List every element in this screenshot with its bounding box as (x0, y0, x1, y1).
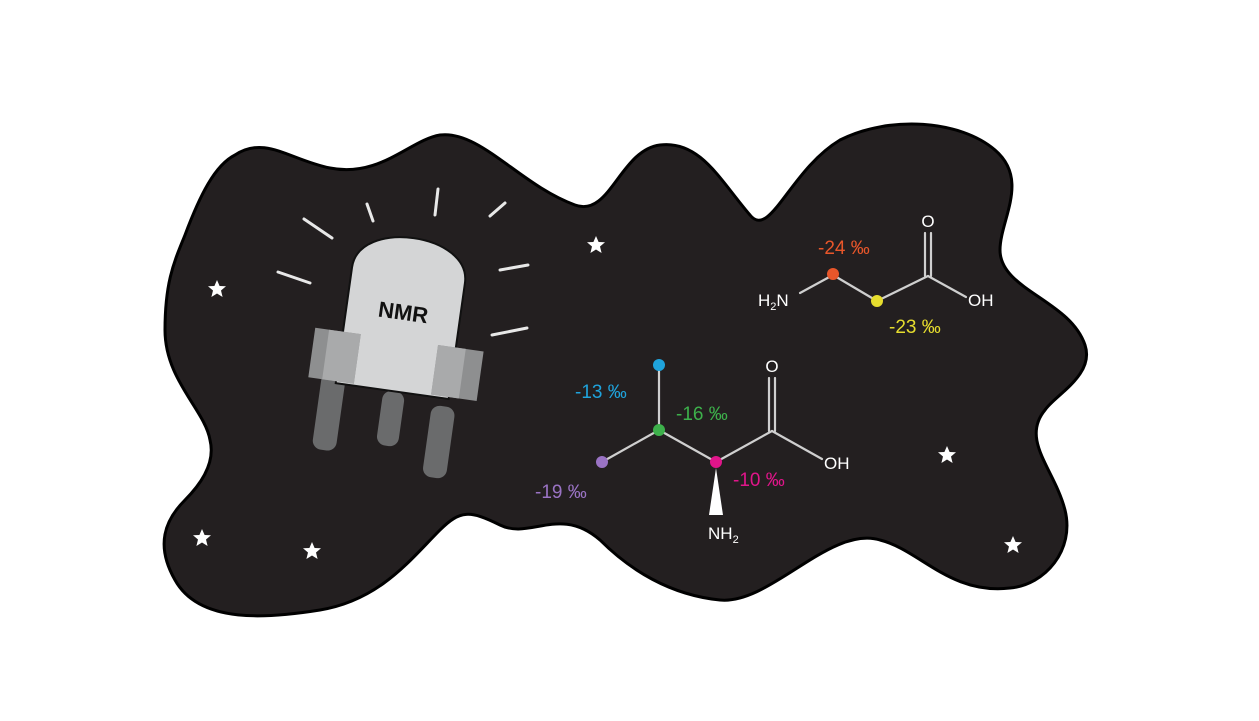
hydroxyl-group: OH (968, 291, 994, 310)
nmr-instrument: NMR (276, 187, 530, 479)
signal-ray (498, 263, 530, 272)
star-icon (1004, 536, 1022, 553)
valine-molecule: O OH NH2 -13 ‰ -16 ‰ -19 ‰ -10 ‰ (535, 357, 850, 546)
carbonyl-oxygen: O (921, 212, 934, 231)
isotope-label: -23 ‰ (889, 317, 941, 338)
signal-ray (488, 201, 507, 218)
carbon-dot-beta (653, 424, 665, 436)
carbonyl-oxygen: O (765, 357, 778, 376)
signal-ray (433, 187, 440, 217)
collar-highlight (431, 345, 466, 399)
star-icon (303, 542, 321, 559)
instrument-leg (376, 390, 405, 447)
signal-ray (302, 217, 334, 240)
hydroxyl-group: OH (824, 454, 850, 473)
isotope-label: -16 ‰ (676, 404, 728, 425)
carbon-dot-methyl-top (653, 359, 665, 371)
amine-group: H2N (758, 291, 789, 313)
signal-ray (365, 202, 375, 223)
glycine-molecule: H2N O OH -24 ‰ -23 ‰ (758, 212, 994, 338)
isotope-label: -10 ‰ (733, 470, 785, 491)
carbon-dot-alpha (827, 268, 839, 280)
carbon-dot-alpha (710, 456, 722, 468)
instrument-body (334, 236, 466, 401)
star-icon (938, 446, 956, 463)
isotope-label: -13 ‰ (575, 382, 627, 403)
isotope-label: -24 ‰ (818, 238, 870, 259)
star-icon (587, 236, 605, 253)
instrument-leg (423, 405, 455, 479)
isotope-label: -19 ‰ (535, 482, 587, 503)
star-icon (193, 529, 211, 546)
star-icon (208, 280, 226, 297)
carbon-dot-carboxyl (871, 295, 883, 307)
space-blob (162, 122, 1089, 618)
signal-ray (276, 270, 312, 285)
wedge-bond (709, 468, 723, 515)
collar-highlight (322, 329, 361, 384)
signal-ray (490, 326, 529, 337)
amine-group: NH2 (708, 524, 739, 546)
instrument-leg (312, 370, 346, 451)
carbon-dot-methyl-left (596, 456, 608, 468)
